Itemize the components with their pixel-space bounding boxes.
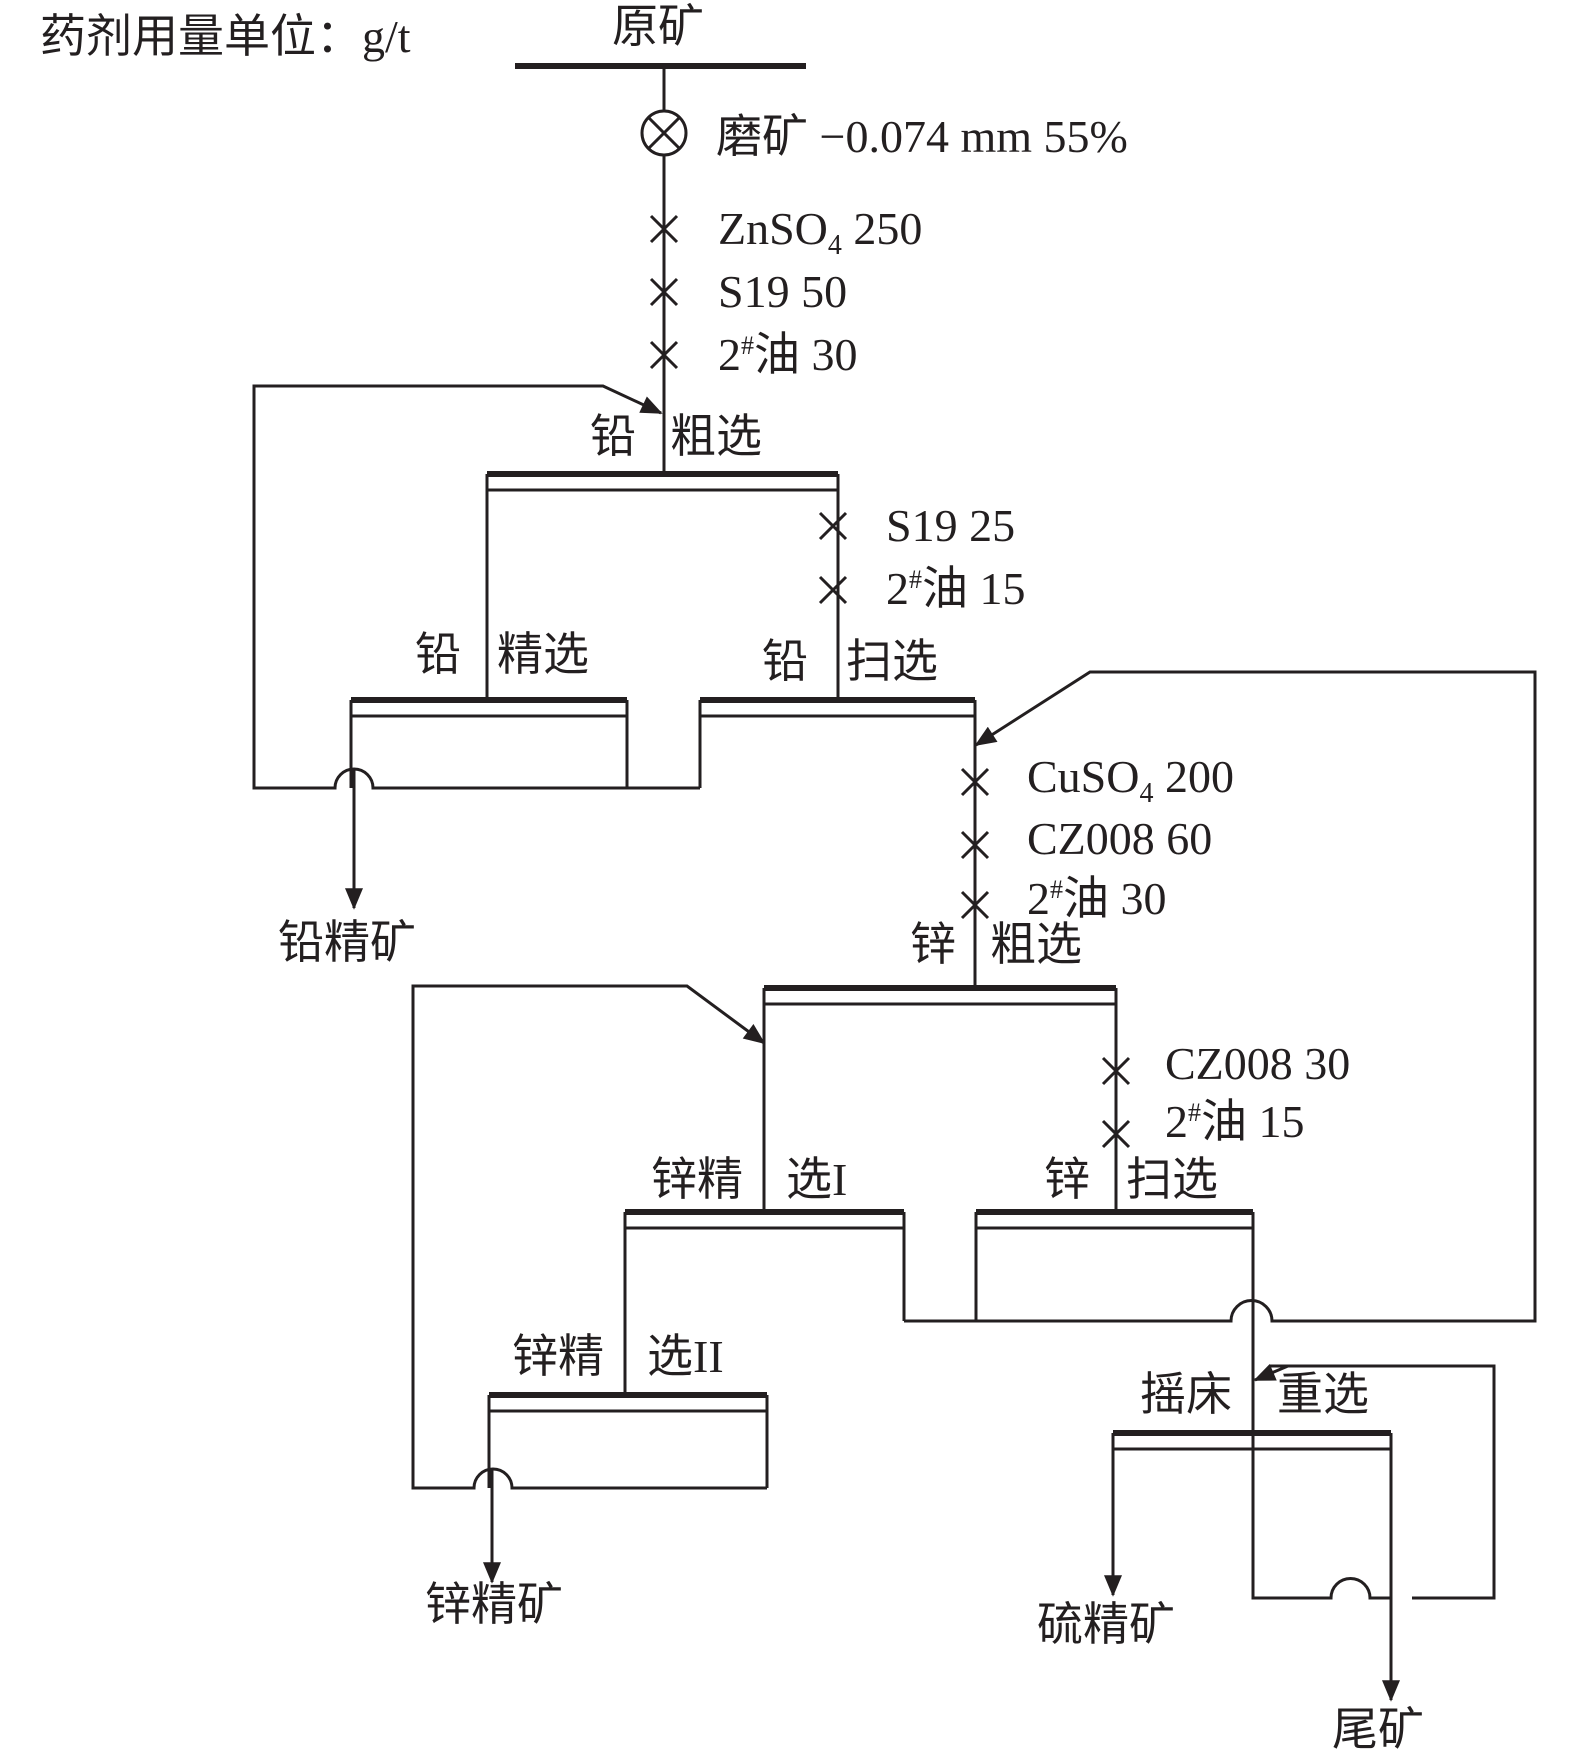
reagent-cuso4: CuSO4 200	[1027, 751, 1234, 809]
zinc-rougher-reagent-labels: CuSO4 200 CZ008 60 2#油 30	[1027, 751, 1234, 924]
product-labels: 铅精矿 锌精矿 硫精矿 尾矿	[278, 917, 1424, 1755]
lead-scavenger-left: 铅	[762, 636, 808, 687]
zinc-cleaner-2-left: 锌精	[512, 1331, 604, 1382]
reagent-s19: S19 50	[718, 266, 847, 317]
reagent-add-marks-zinc-scavenger	[1101, 1056, 1131, 1149]
reagent-no2-oil: 2#油 30	[718, 329, 858, 380]
cell-zinc-cleaner-2	[487, 1392, 769, 1488]
dosage-unit-label: 药剂用量单位：g/t	[40, 11, 411, 62]
zinc-cleaner-1-right: 选I	[786, 1154, 847, 1205]
lead-recycle-loop	[252, 384, 700, 790]
cell-lead-cleaner	[349, 697, 629, 788]
stage-labels: 铅 粗选 铅 精选 铅 扫选 锌 粗选 锌精 选I 锌 扫选 锌精 选II 摇床…	[415, 411, 1369, 1420]
shaking-table-right: 重选	[1277, 1369, 1369, 1420]
reagent-cz008: CZ008 60	[1027, 813, 1212, 864]
grinding-mill-icon	[640, 109, 688, 157]
reagent-znso4: ZnSO4 250	[718, 203, 922, 261]
zinc-scavenger-right: 扫选	[1126, 1154, 1218, 1205]
reagent-no2-oil-zinc-scav: 2#油 15	[1165, 1096, 1305, 1147]
reagent-no2-oil-scav: 2#油 15	[886, 563, 1026, 614]
cell-zinc-scavenger	[974, 1209, 1255, 1380]
lead-scavenger-right: 扫选	[846, 636, 938, 687]
reagent-no2-oil-zinc: 2#油 30	[1027, 873, 1167, 924]
lead-rougher-right: 粗选	[670, 411, 762, 462]
zinc-cleaner-1-left: 锌精	[651, 1154, 743, 1205]
shaking-table-feed-arrow	[1253, 1363, 1289, 1382]
shaking-table-left: 摇床	[1140, 1369, 1232, 1420]
zinc-rougher-right: 粗选	[990, 919, 1082, 970]
reagent-add-marks-lead-scavenger	[818, 511, 848, 605]
shaking-table-middlings-loop	[1251, 1364, 1496, 1600]
cell-zinc-cleaner-1	[623, 1209, 906, 1395]
lead-rougher-left: 铅	[590, 411, 636, 462]
zinc-cleaner-recycle-loop	[411, 984, 767, 1490]
lead-rougher-reagent-labels: ZnSO4 250 S19 50 2#油 30	[718, 203, 922, 380]
zinc-rougher-left: 锌	[910, 919, 956, 970]
tailings-label: 尾矿	[1332, 1704, 1424, 1754]
reagent-add-marks-zinc-rougher	[960, 767, 990, 920]
flow-lines	[252, 63, 1537, 1702]
cell-zinc-rougher	[762, 985, 1118, 1212]
lead-scavenger-reagent-labels: S19 25 2#油 15	[886, 500, 1026, 614]
zinc-scavenger-reagent-labels: CZ008 30 2#油 15	[1165, 1038, 1350, 1147]
grinding-label: 磨矿 −0.074 mm 55%	[716, 111, 1128, 162]
lead-cleaner-right: 精选	[497, 629, 589, 680]
reagent-add-marks-lead-rougher	[649, 214, 679, 370]
lead-concentrate-label: 铅精矿	[278, 917, 416, 968]
zinc-scavenger-recycle-loop	[904, 670, 1537, 1323]
zinc-scavenger-left: 锌	[1044, 1154, 1090, 1205]
sulfur-concentrate-label: 硫精矿	[1037, 1599, 1175, 1650]
zinc-cleaner-2-right: 选II	[647, 1331, 724, 1382]
lead-cleaner-left: 铅	[415, 629, 461, 680]
reagent-s19-scav: S19 25	[886, 500, 1015, 551]
zinc-concentrate-label: 锌精矿	[425, 1579, 563, 1630]
feed-label: 原矿	[612, 1, 704, 52]
reagent-cz008-scav: CZ008 30	[1165, 1038, 1350, 1089]
